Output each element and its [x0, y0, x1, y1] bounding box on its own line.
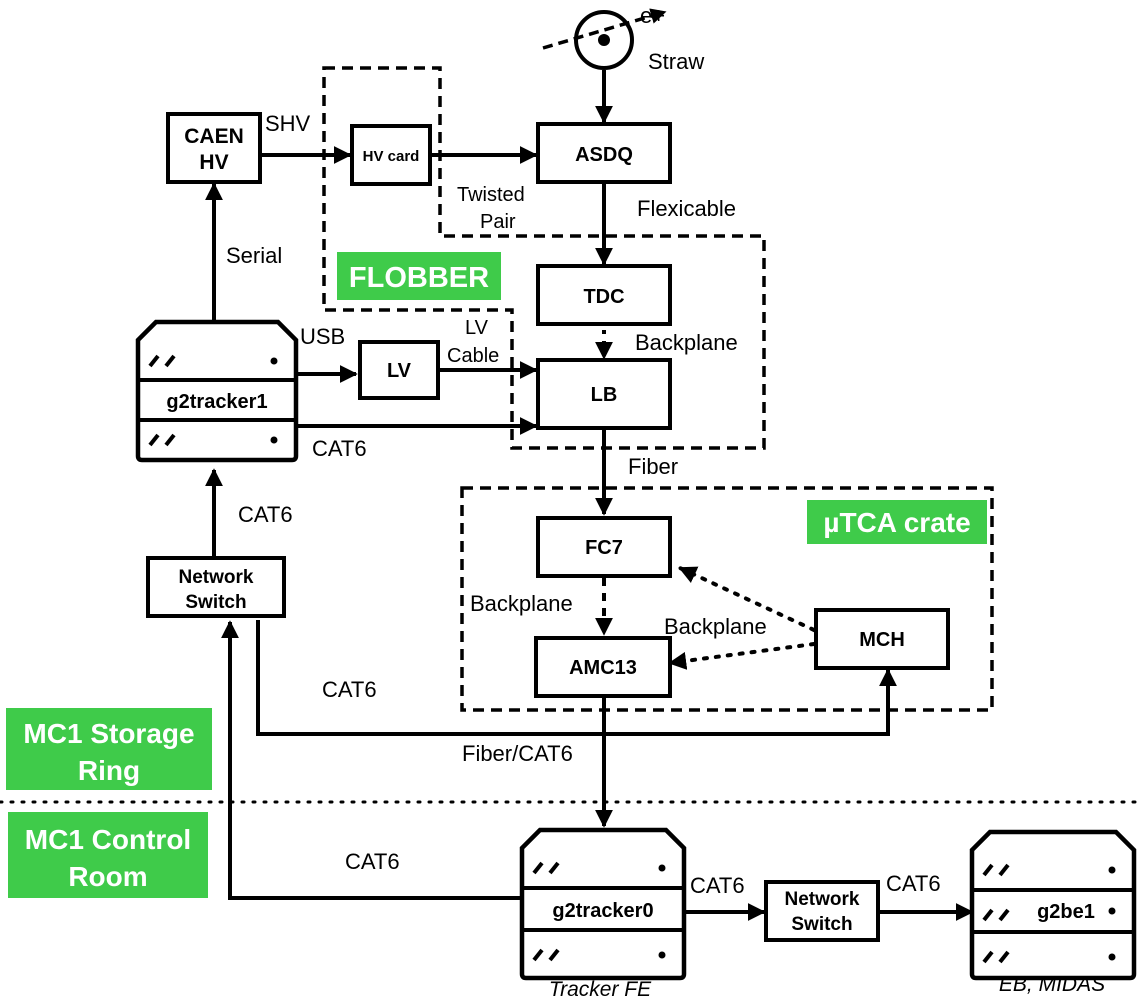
amc13-box: [534, 636, 672, 698]
control-room-label-line1: MC1 Control: [25, 824, 191, 855]
amc13-label: AMC13: [569, 657, 637, 679]
switch-to-mch-link: [256, 620, 897, 736]
serial-label: Serial: [226, 243, 282, 268]
twisted-pair-label-line2: Pair: [480, 211, 516, 233]
fiber-cat6-label: Fiber/CAT6: [462, 741, 573, 766]
g2tracker1-label: g2tracker1: [166, 391, 267, 413]
fiber-label: Fiber: [628, 454, 678, 479]
network-switch-lower-label-line1: Network: [785, 889, 860, 910]
cat6-switch-mch-label: CAT6: [322, 677, 377, 702]
control-room-tag: MC1 Control Room: [8, 812, 208, 898]
positron-label: e+: [640, 3, 665, 28]
usb-label: USB: [300, 324, 345, 349]
cat6-switch-be1-label: CAT6: [886, 871, 941, 896]
backplane-tdc-lb-label: Backplane: [635, 330, 738, 355]
g2tracker0-label: g2tracker0: [552, 900, 653, 922]
tracker-fe-caption: Tracker FE: [549, 978, 652, 1001]
asdq-box: [536, 122, 672, 184]
twisted-pair-label-line1: Twisted: [457, 184, 525, 206]
storage-ring-label-line1: MC1 Storage: [23, 718, 194, 749]
lb-label: LB: [591, 384, 618, 406]
mch-box: [814, 608, 950, 670]
cat6-switch-tracker1-label: CAT6: [238, 502, 293, 527]
lv-cable-label-line1: LV: [465, 317, 489, 339]
straw-icon: [542, 8, 667, 70]
server-g2be1-icon: [969, 829, 1137, 981]
hv-card-box: [350, 124, 432, 186]
flobber-tag: FLOBBER: [337, 252, 501, 300]
hv-card-label: HV card: [363, 148, 420, 165]
mch-label: MCH: [859, 629, 905, 651]
server-g2tracker1-icon: [135, 319, 299, 463]
lv-cable-label-line2: Cable: [447, 345, 499, 367]
mch-to-amc13-dotted-arrow: [668, 642, 816, 670]
lv-label: LV: [387, 360, 412, 382]
network-switch-lower-label-line2: Switch: [791, 914, 852, 935]
flobber-label: FLOBBER: [349, 262, 489, 294]
tracker0-to-switch-link: [221, 620, 522, 900]
mch-to-fc7-dotted-arrow: [678, 566, 816, 632]
utca-crate-tag: µTCA crate: [807, 500, 987, 544]
caen-hv-label-line1: CAEN: [184, 125, 244, 148]
flexicable-label: Flexicable: [637, 196, 736, 221]
g2be1-label: g2be1: [1037, 901, 1095, 923]
eb-midas-caption: EB, MIDAS: [999, 973, 1105, 996]
asdq-label: ASDQ: [575, 144, 633, 166]
storage-ring-tag: MC1 Storage Ring: [6, 708, 212, 790]
server-g2tracker0-icon: [519, 827, 687, 981]
network-switch-upper-label-line1: Network: [179, 567, 254, 588]
shv-label: SHV: [265, 111, 311, 136]
backplane-fc7-amc13-label: Backplane: [470, 591, 573, 616]
caen-hv-box: [166, 112, 262, 184]
storage-ring-label-line2: Ring: [78, 755, 140, 786]
straw-label: Straw: [648, 49, 704, 74]
tdc-box: [536, 264, 672, 326]
network-switch-lower-box: [764, 880, 880, 942]
cat6-tracker0-out-label: CAT6: [690, 873, 745, 898]
cat6-tracker0-switch-label: CAT6: [345, 849, 400, 874]
utca-crate-outline: [460, 486, 994, 712]
lb-box: [536, 358, 672, 430]
flobber-outline: [322, 66, 766, 450]
backplane-mch-label: Backplane: [664, 614, 767, 639]
cat6-tracker1-lb-label: CAT6: [312, 436, 367, 461]
control-room-label-line2: Room: [68, 861, 147, 892]
fc7-label: FC7: [585, 537, 623, 559]
utca-crate-label: µTCA crate: [823, 507, 970, 538]
network-switch-upper-box: [146, 556, 286, 618]
caen-hv-label-line2: HV: [199, 151, 228, 174]
network-switch-upper-label-line2: Switch: [185, 592, 246, 613]
fc7-box: [536, 516, 672, 578]
tdc-label: TDC: [583, 286, 624, 308]
lv-box: [358, 340, 440, 400]
